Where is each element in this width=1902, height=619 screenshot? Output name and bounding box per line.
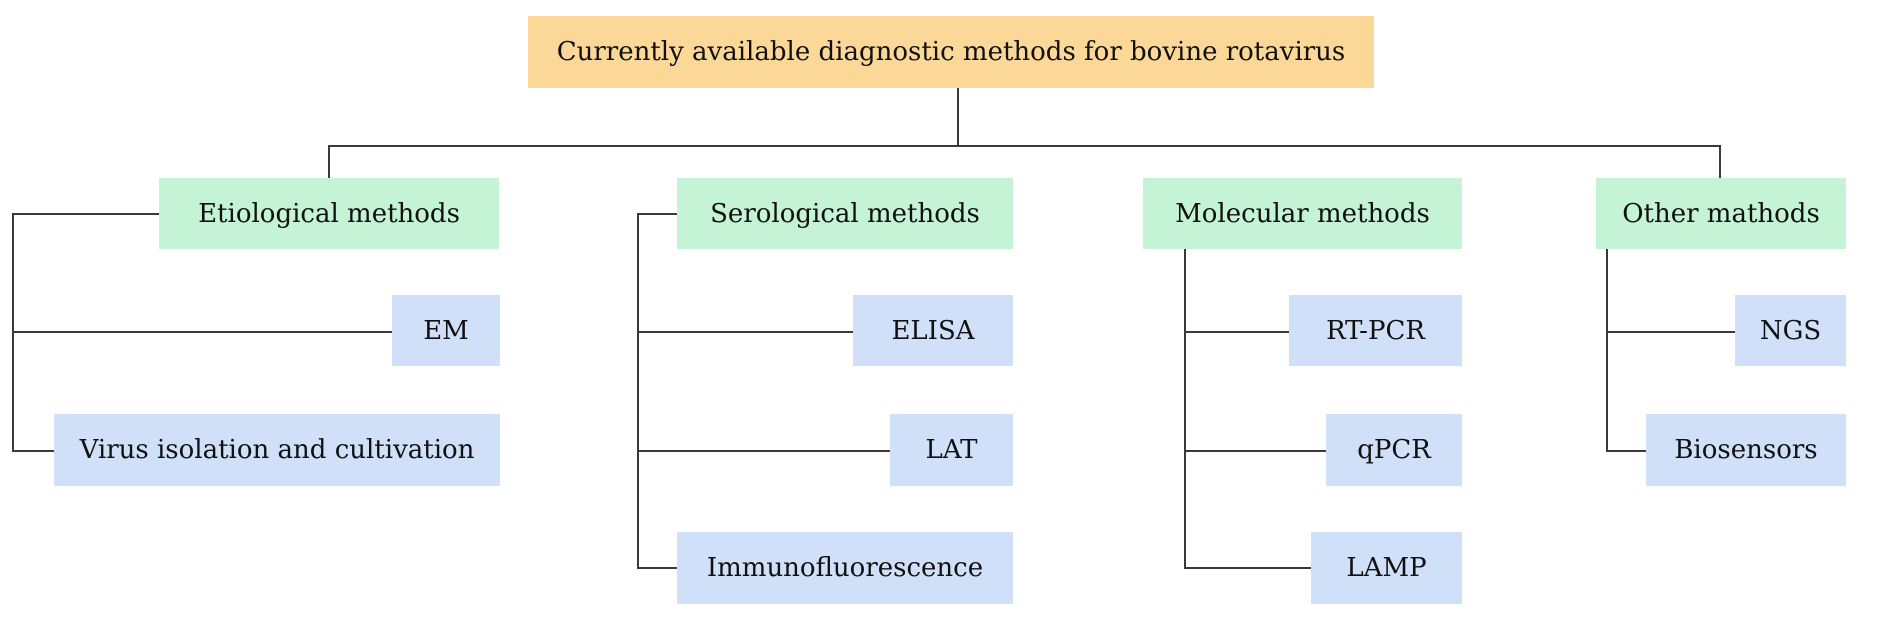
category-other: Other mathods bbox=[1596, 178, 1846, 249]
method-label: Biosensors bbox=[1674, 435, 1818, 465]
method-elisa: ELISA bbox=[853, 295, 1013, 366]
method-lat: LAT bbox=[890, 414, 1013, 486]
category-serological: Serological methods bbox=[677, 178, 1013, 249]
category-label: Serological methods bbox=[710, 198, 980, 229]
category-label: Etiological methods bbox=[198, 198, 460, 229]
method-label: NGS bbox=[1759, 315, 1822, 346]
molecular-spine bbox=[1184, 249, 1186, 569]
root-label: Currently available diagnostic methods f… bbox=[556, 37, 1346, 67]
method-label: LAT bbox=[925, 435, 978, 465]
category-label: Molecular methods bbox=[1175, 198, 1430, 229]
method-label: qPCR bbox=[1357, 435, 1431, 465]
etiological-item-connector bbox=[12, 331, 392, 333]
other-item-connector bbox=[1606, 331, 1735, 333]
method-rt-pcr: RT-PCR bbox=[1289, 295, 1462, 366]
other-spine bbox=[1606, 249, 1608, 452]
method-qpcr: qPCR bbox=[1326, 414, 1462, 486]
method-lamp: LAMP bbox=[1311, 532, 1462, 604]
method-label: RT-PCR bbox=[1326, 315, 1425, 346]
serological-item-connector bbox=[637, 450, 890, 452]
molecular-item-connector bbox=[1184, 450, 1326, 452]
method-virus-isolation: Virus isolation and cultivation bbox=[54, 414, 500, 486]
drop-other bbox=[1719, 145, 1721, 178]
method-em: EM bbox=[392, 295, 500, 366]
molecular-item-connector bbox=[1184, 567, 1311, 569]
method-ngs: NGS bbox=[1735, 295, 1846, 366]
method-label: Virus isolation and cultivation bbox=[79, 435, 475, 465]
etiological-item-connector bbox=[12, 450, 54, 452]
method-label: Immunofluorescence bbox=[706, 553, 984, 583]
method-label: EM bbox=[423, 315, 469, 346]
serological-head-connector bbox=[637, 213, 677, 215]
root-stem bbox=[957, 88, 959, 146]
serological-item-connector bbox=[637, 331, 853, 333]
category-label: Other mathods bbox=[1622, 198, 1820, 229]
molecular-item-connector bbox=[1184, 331, 1289, 333]
method-label: LAMP bbox=[1346, 553, 1427, 583]
drop-etiological bbox=[328, 145, 330, 178]
method-label: ELISA bbox=[891, 315, 975, 346]
etiological-head-connector bbox=[12, 213, 159, 215]
other-item-connector bbox=[1606, 450, 1646, 452]
category-molecular: Molecular methods bbox=[1143, 178, 1462, 249]
serological-spine bbox=[637, 213, 639, 569]
serological-item-connector bbox=[637, 567, 677, 569]
category-etiological: Etiological methods bbox=[159, 178, 499, 249]
root-node: Currently available diagnostic methods f… bbox=[528, 16, 1374, 88]
method-biosensors: Biosensors bbox=[1646, 414, 1846, 486]
top-bus bbox=[328, 145, 1721, 147]
method-immunofluorescence: Immunofluorescence bbox=[677, 532, 1013, 604]
